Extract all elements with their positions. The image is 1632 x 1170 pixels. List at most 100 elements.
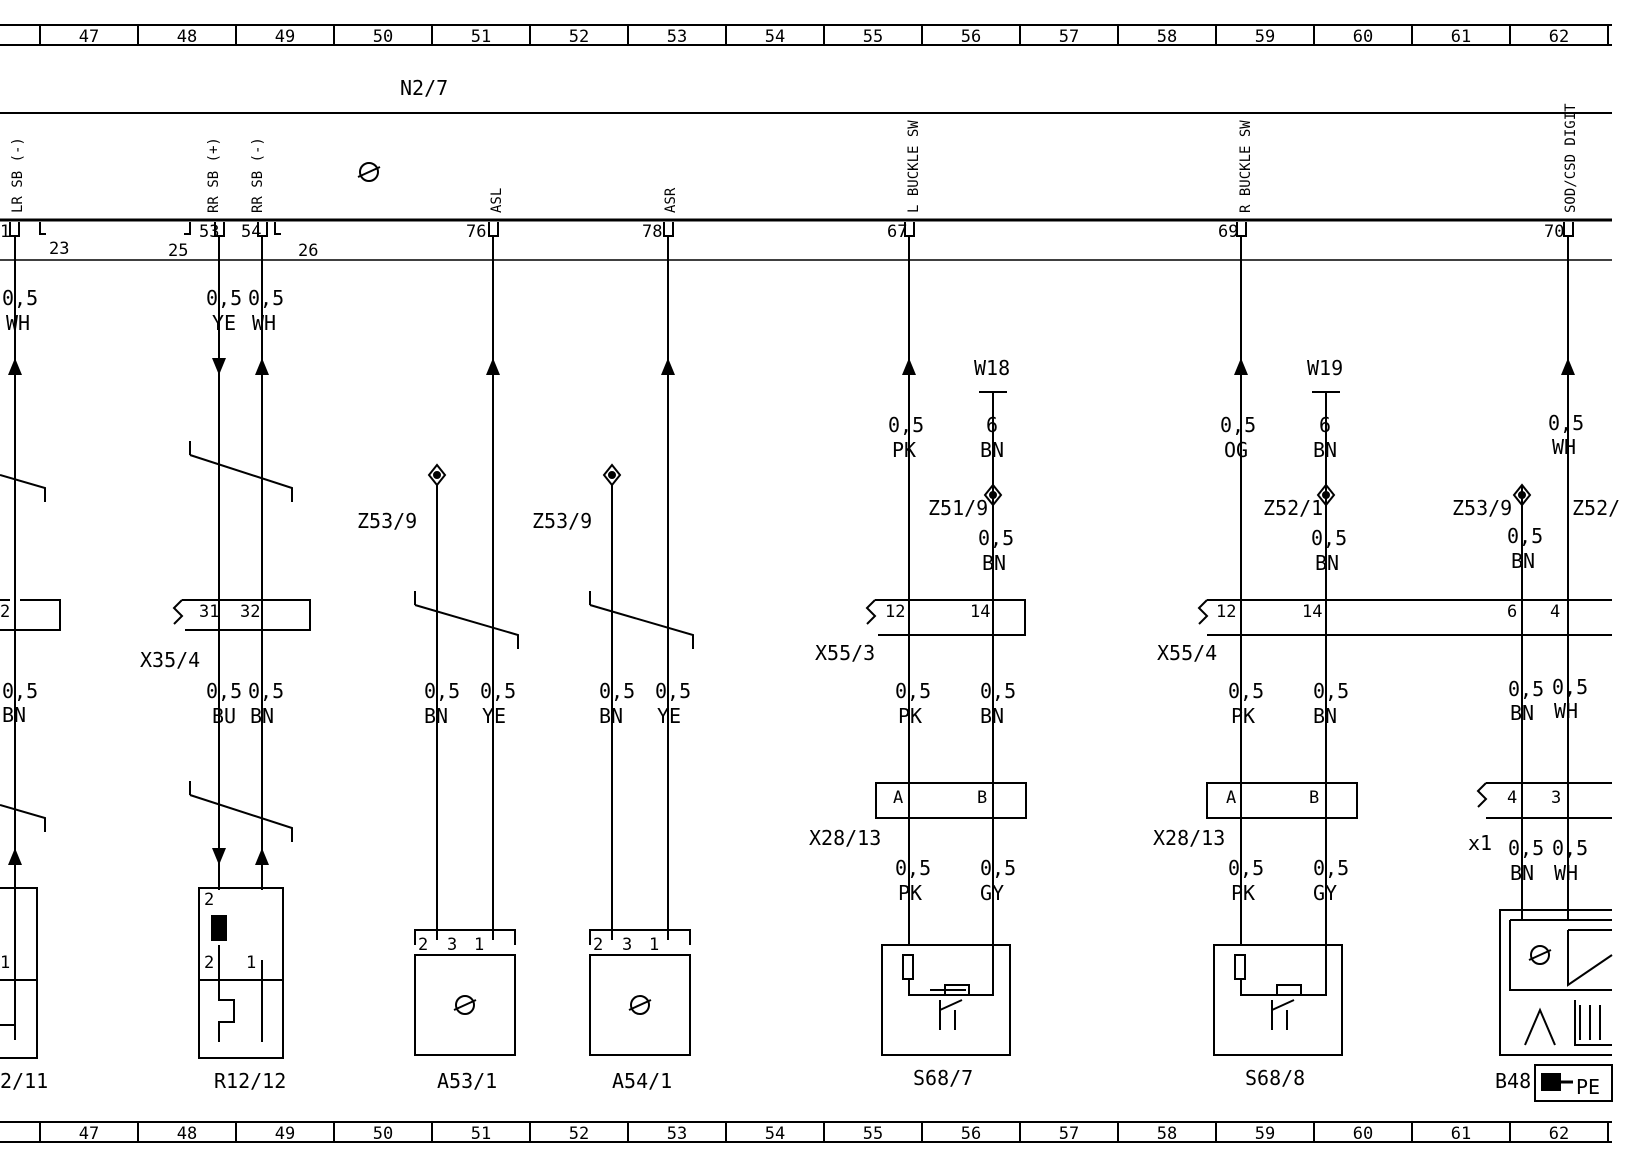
component-s68-8 bbox=[1213, 944, 1343, 1056]
reference-tag-pe bbox=[1534, 1064, 1613, 1102]
pin-label-r-buckle-sw: R BUCKLE SW bbox=[1238, 120, 1254, 213]
wire-color: BN bbox=[424, 704, 448, 728]
wire-gauge: 0,5 bbox=[206, 679, 242, 703]
arrow-up-icon bbox=[1561, 358, 1575, 375]
component-label: S68/7 bbox=[913, 1066, 973, 1090]
arrow-up-icon bbox=[486, 358, 500, 375]
grid-number: 53 bbox=[667, 27, 687, 47]
pin-number: 69 bbox=[1218, 222, 1238, 242]
grid-number: 60 bbox=[1353, 27, 1373, 47]
wire-gauge: 0,5 bbox=[978, 526, 1014, 550]
grid-number: 54 bbox=[765, 27, 785, 47]
wire-gauge: 0,5 bbox=[480, 679, 516, 703]
connector-pin: A bbox=[1226, 788, 1236, 808]
component-r12-12 bbox=[198, 887, 284, 1059]
grid-number: 62 bbox=[1549, 1124, 1569, 1144]
component-label: S68/8 bbox=[1245, 1066, 1305, 1090]
wire-color: WH bbox=[252, 311, 276, 335]
wire-gauge: 0,5 bbox=[1311, 526, 1347, 550]
wire-gauge: 0,5 bbox=[248, 679, 284, 703]
grid-number: 54 bbox=[765, 1124, 785, 1144]
switch-icon bbox=[939, 999, 963, 1030]
splice-label: Z51/9 bbox=[928, 496, 988, 520]
module-title: N2/7 bbox=[400, 76, 448, 100]
component-pin: 2 bbox=[418, 935, 428, 955]
wire-color: BU bbox=[212, 704, 236, 728]
wire-color: PK bbox=[898, 704, 922, 728]
wire-color: GY bbox=[980, 881, 1004, 905]
connector-x28-13-right bbox=[1206, 782, 1358, 819]
splice-diamond-icon bbox=[602, 463, 622, 487]
wire-gauge: 0,5 bbox=[895, 856, 931, 880]
splice-diamond-icon bbox=[427, 463, 447, 487]
grid-number: 52 bbox=[569, 1124, 589, 1144]
switch-icon bbox=[1271, 999, 1295, 1030]
wire-gauge: 0,5 bbox=[1220, 413, 1256, 437]
control-module-n2-7: N2/7 bbox=[0, 76, 1612, 261]
wire-gauge: 0,5 bbox=[1313, 679, 1349, 703]
splice-label: Z53/9 bbox=[532, 509, 592, 533]
component-pin: 1 bbox=[246, 953, 256, 973]
connector-x35-4 bbox=[172, 599, 311, 631]
grid-number: 48 bbox=[177, 27, 197, 47]
grid-number: 49 bbox=[275, 27, 295, 47]
module-ground-icon bbox=[357, 162, 381, 182]
wire-gauge: 0,5 bbox=[1228, 679, 1264, 703]
pin-number: 54 bbox=[241, 222, 261, 242]
grid-number: 55 bbox=[863, 1124, 883, 1144]
wire-color: BN bbox=[980, 704, 1004, 728]
ground-icon bbox=[1528, 945, 1552, 965]
wire-color: WH bbox=[1554, 699, 1578, 723]
component-pin: 2 bbox=[204, 890, 214, 910]
wire-gauge: 0,5 bbox=[2, 679, 38, 703]
pin-number: 23 bbox=[49, 239, 69, 259]
splice-diamond-icon bbox=[1512, 483, 1532, 507]
grid-number: 53 bbox=[667, 1124, 687, 1144]
wire-color: OG bbox=[1224, 438, 1248, 462]
connector-x1 bbox=[1476, 782, 1612, 819]
wire-gauge: 0,5 bbox=[599, 679, 635, 703]
wire-gauge: 0,5 bbox=[1507, 524, 1543, 548]
grid-number: 48 bbox=[177, 1124, 197, 1144]
wire-color: GY bbox=[1313, 881, 1337, 905]
wire-color: WH bbox=[6, 311, 30, 335]
connector-label: X28/13 bbox=[1153, 826, 1225, 850]
arrow-down-icon bbox=[212, 848, 226, 865]
ground-w18 bbox=[979, 391, 1007, 405]
pin-number: 26 bbox=[298, 241, 318, 261]
wire-color: WH bbox=[1554, 861, 1578, 885]
connector-pin: 3 bbox=[1551, 788, 1561, 808]
wire-color: BN bbox=[1510, 701, 1534, 725]
connector-pin: B bbox=[1309, 788, 1319, 808]
wire-color: YE bbox=[657, 704, 681, 728]
wire-color: YE bbox=[482, 704, 506, 728]
grid-number: 57 bbox=[1059, 27, 1079, 47]
arrow-up-icon bbox=[255, 848, 269, 865]
component-label: A53/1 bbox=[437, 1069, 497, 1093]
wire-color: BN bbox=[599, 704, 623, 728]
component-pin: 3 bbox=[622, 935, 632, 955]
wire-color: BN bbox=[1315, 551, 1339, 575]
splice-diamond-icon bbox=[1316, 483, 1336, 507]
connector-pin: 4 bbox=[1507, 788, 1517, 808]
component-left-partial bbox=[0, 887, 38, 1059]
connector-pin: 31 bbox=[199, 602, 219, 622]
wire-color: BN bbox=[1510, 861, 1534, 885]
wire-color: BN bbox=[2, 703, 26, 727]
pin-label-sod-csd-digit: SOD/CSD DIGIT bbox=[1563, 103, 1579, 213]
splice-label: Z53/9 bbox=[1452, 496, 1512, 520]
wire-color: BN bbox=[250, 704, 274, 728]
ground-w19 bbox=[1312, 391, 1340, 405]
wire-color: YE bbox=[212, 311, 236, 335]
pin-label-rr-sb-neg: RR SB (-) bbox=[250, 137, 266, 213]
connector-label: X55/4 bbox=[1157, 641, 1217, 665]
grid-number: 61 bbox=[1451, 1124, 1471, 1144]
wire-gauge: 0,5 bbox=[424, 679, 460, 703]
connector-pin: 14 bbox=[970, 602, 990, 622]
ground-label: W18 bbox=[974, 356, 1010, 380]
wire-gauge: 0,5 bbox=[1552, 675, 1588, 699]
wire-color: PK bbox=[892, 438, 916, 462]
grid-number: 50 bbox=[373, 27, 393, 47]
